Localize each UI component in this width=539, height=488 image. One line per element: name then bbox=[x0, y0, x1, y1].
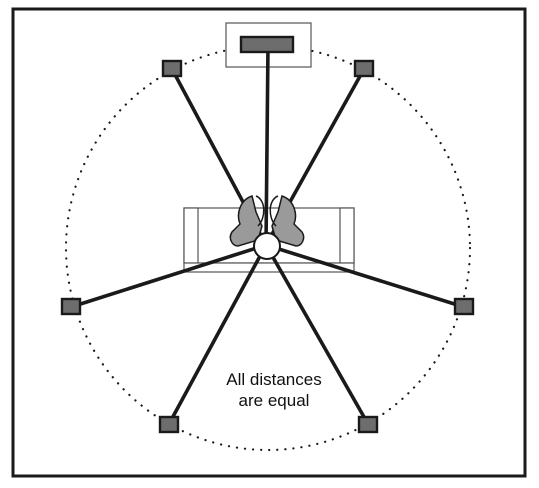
side-left-speaker bbox=[60, 297, 82, 316]
front-right-speaker bbox=[353, 59, 375, 78]
listener-left-hand bbox=[255, 195, 265, 227]
line-rear-right bbox=[264, 243, 370, 426]
front-center-speaker bbox=[239, 35, 295, 54]
listener-right-arm bbox=[271, 195, 305, 247]
sofa bbox=[183, 207, 355, 273]
front-left-speaker bbox=[161, 59, 183, 78]
listener-left-arm bbox=[229, 195, 263, 247]
listener-icon bbox=[229, 195, 305, 260]
side-right-speaker bbox=[453, 297, 475, 316]
listener-head bbox=[253, 232, 281, 260]
line-front-center bbox=[264, 43, 270, 247]
line-side-right bbox=[264, 243, 466, 309]
line-rear-left bbox=[167, 243, 268, 426]
speakers bbox=[60, 35, 475, 434]
line-side-left bbox=[69, 243, 268, 309]
rear-left-speaker bbox=[158, 415, 180, 434]
equal-distance-circle bbox=[64, 44, 472, 452]
rear-right-speaker bbox=[357, 415, 379, 434]
caption-line-2: are equal bbox=[239, 391, 310, 410]
caption-line-1: All distances bbox=[226, 370, 321, 389]
listener-right-hand bbox=[269, 195, 279, 227]
